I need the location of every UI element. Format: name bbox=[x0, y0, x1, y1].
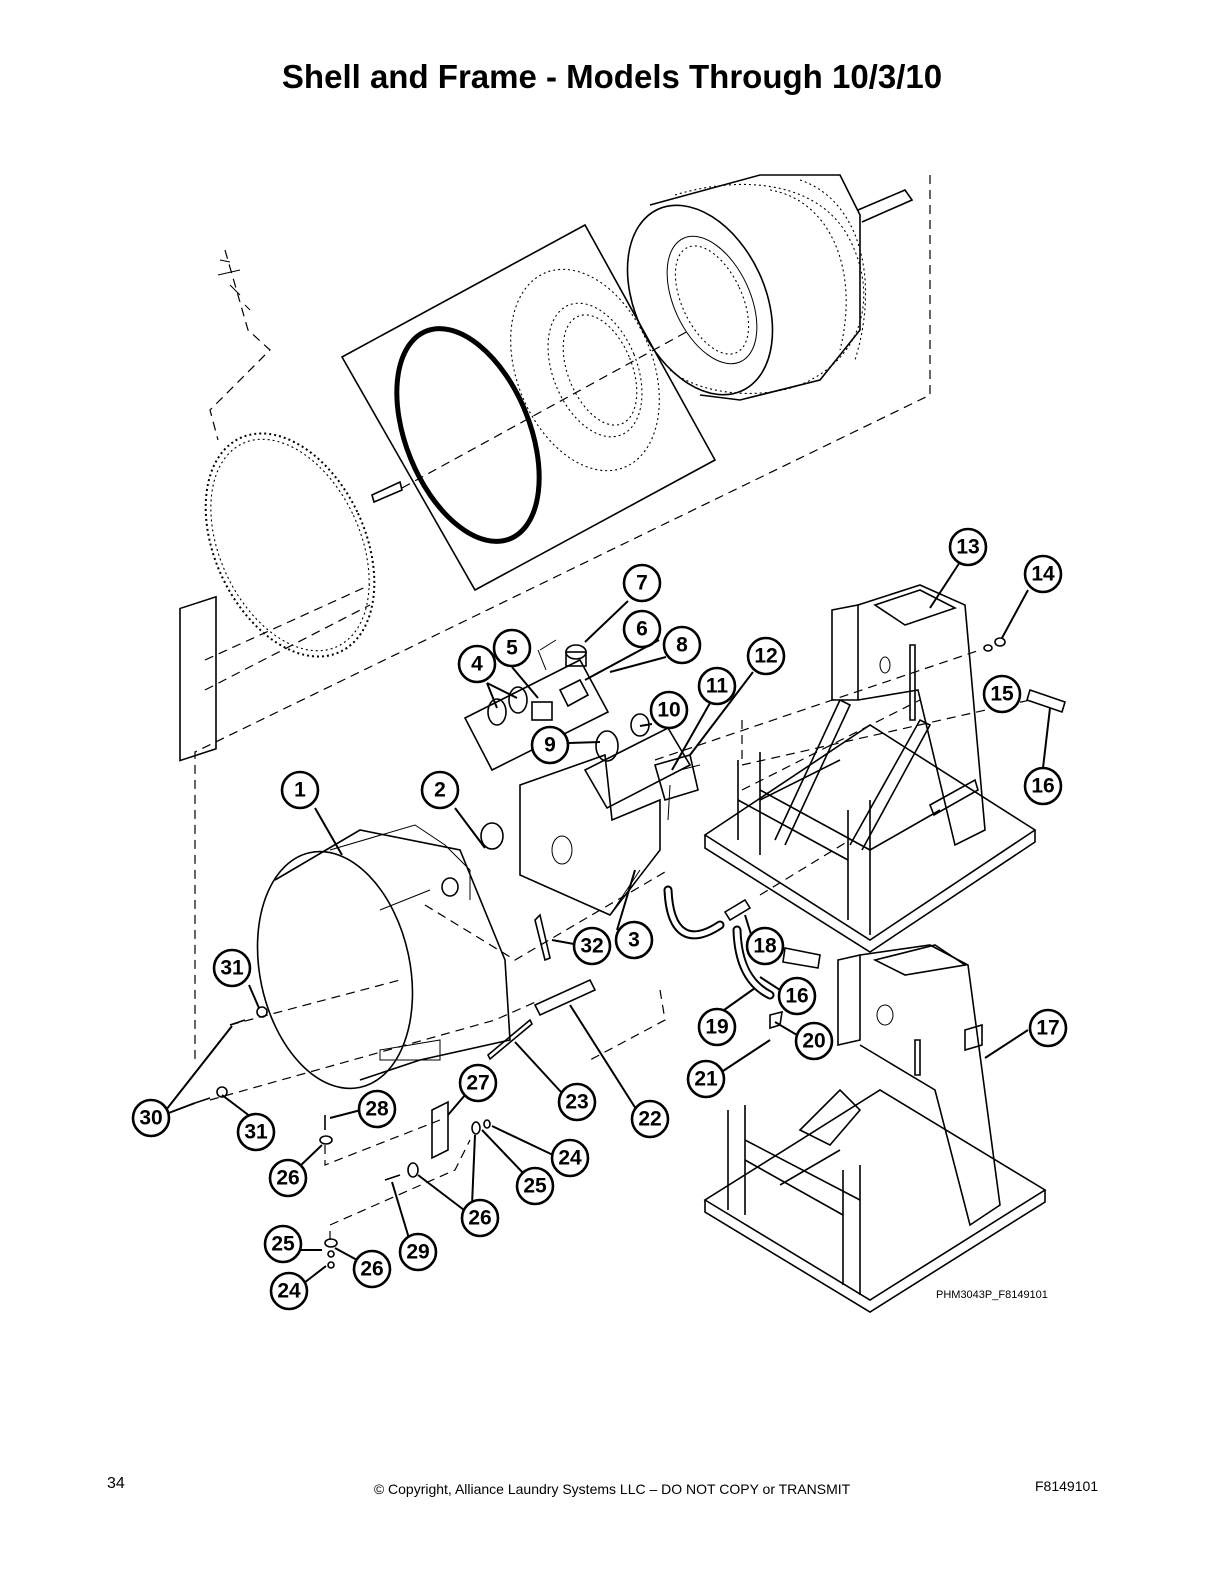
door-seal-hoop bbox=[179, 249, 376, 762]
callout-label: 31 bbox=[244, 1121, 268, 1144]
copyright-notice: © Copyright, Alliance Laundry Systems LL… bbox=[373, 1481, 851, 1497]
callout-label: 7 bbox=[636, 572, 648, 595]
callout-label: 1 bbox=[294, 779, 306, 802]
callout-label: 21 bbox=[694, 1068, 718, 1091]
front-gasket-group bbox=[340, 223, 717, 592]
callout-13: 13 bbox=[948, 527, 988, 567]
callout-label: 23 bbox=[565, 1091, 588, 1114]
frame-small-parts bbox=[654, 637, 1066, 896]
callout-16: 16 bbox=[1023, 766, 1063, 806]
callout-label: 10 bbox=[657, 699, 680, 722]
page-title: Shell and Frame - Models Through 10/3/10 bbox=[281, 58, 943, 95]
cylinder-basket-illustration bbox=[194, 174, 931, 1060]
callout-label: 16 bbox=[785, 985, 808, 1008]
callout-18: 18 bbox=[745, 926, 785, 966]
callout-label: 11 bbox=[706, 675, 729, 698]
callout-8: 8 bbox=[662, 625, 702, 665]
callout-label: 3 bbox=[628, 929, 640, 952]
callout-label: 25 bbox=[523, 1175, 547, 1198]
callout-label: 26 bbox=[276, 1167, 299, 1190]
callout-label: 12 bbox=[754, 645, 777, 668]
callout-6: 6 bbox=[622, 609, 662, 649]
callout-label: 24 bbox=[558, 1147, 582, 1170]
fitting-group bbox=[463, 639, 610, 772]
callout-label: 15 bbox=[990, 683, 1014, 706]
callout-label: 4 bbox=[471, 653, 483, 676]
callout-label: 8 bbox=[676, 634, 688, 657]
callout-4: 4 bbox=[457, 644, 497, 684]
callout-label: 18 bbox=[753, 935, 777, 958]
callout-31: 31 bbox=[236, 1112, 276, 1152]
callout-label: 26 bbox=[468, 1207, 491, 1230]
rear-plate bbox=[519, 753, 661, 916]
callout-label: 14 bbox=[1031, 563, 1055, 586]
callout-15: 15 bbox=[982, 674, 1022, 714]
outer-tub-shell bbox=[256, 822, 666, 1090]
callout-29: 29 bbox=[398, 1232, 438, 1272]
callout-26: 26 bbox=[460, 1198, 500, 1238]
callout-10: 10 bbox=[649, 690, 689, 730]
callout-label: 16 bbox=[1031, 775, 1054, 798]
callout-25: 25 bbox=[263, 1224, 303, 1264]
callout-12: 12 bbox=[746, 636, 786, 676]
callout-23: 23 bbox=[557, 1082, 597, 1122]
callout-label: 9 bbox=[544, 734, 556, 757]
callout-26: 26 bbox=[268, 1158, 308, 1198]
callout-30: 30 bbox=[131, 1098, 171, 1138]
callout-20: 20 bbox=[794, 1021, 834, 1061]
callout-24: 24 bbox=[269, 1271, 309, 1311]
callout-17: 17 bbox=[1028, 1008, 1068, 1048]
callout-32: 32 bbox=[572, 926, 612, 966]
callout-label: 27 bbox=[466, 1072, 489, 1095]
rear-frame bbox=[703, 944, 1047, 1313]
document-number: F8149101 bbox=[1035, 1478, 1099, 1494]
callout-11: 11 bbox=[697, 666, 737, 706]
callout-label: 26 bbox=[360, 1258, 383, 1281]
callout-16: 16 bbox=[777, 976, 817, 1016]
callout-27: 27 bbox=[458, 1063, 498, 1103]
callout-5: 5 bbox=[492, 628, 532, 668]
front-brackets bbox=[487, 978, 597, 1061]
bearing-group bbox=[583, 713, 692, 810]
fastener-hardware bbox=[194, 979, 541, 1269]
callout-31: 31 bbox=[212, 948, 252, 988]
callout-label: 25 bbox=[271, 1233, 295, 1256]
callout-label: 2 bbox=[434, 779, 446, 802]
callout-22: 22 bbox=[630, 1099, 670, 1139]
callout-14: 14 bbox=[1023, 554, 1063, 594]
callout-28: 28 bbox=[357, 1089, 397, 1129]
callout-label: 24 bbox=[277, 1280, 301, 1303]
callout-label: 19 bbox=[705, 1016, 728, 1039]
callout-1: 1 bbox=[280, 770, 320, 810]
callout-label: 20 bbox=[802, 1030, 825, 1053]
callout-label: 28 bbox=[365, 1098, 389, 1121]
figure-code: PHM3043P_F8149101 bbox=[936, 1289, 1048, 1301]
sensor-bracket bbox=[654, 753, 701, 821]
callout-19: 19 bbox=[697, 1007, 737, 1047]
callout-21: 21 bbox=[686, 1059, 726, 1099]
front-frame bbox=[703, 584, 1037, 953]
callout-25: 25 bbox=[515, 1166, 555, 1206]
callout-label: 17 bbox=[1036, 1017, 1059, 1040]
callout-label: 22 bbox=[638, 1108, 661, 1131]
callout-label: 13 bbox=[956, 536, 979, 559]
callout-label: 32 bbox=[580, 935, 603, 958]
callout-7: 7 bbox=[622, 563, 662, 603]
page-number: 34 bbox=[107, 1475, 125, 1492]
callout-label: 29 bbox=[406, 1241, 429, 1264]
callout-26: 26 bbox=[352, 1249, 392, 1289]
callout-label: 31 bbox=[220, 957, 244, 980]
callout-3: 3 bbox=[614, 920, 654, 960]
callout-9: 9 bbox=[530, 725, 570, 765]
leader-lines bbox=[165, 561, 1051, 1284]
callout-label: 6 bbox=[636, 618, 648, 641]
callout-2: 2 bbox=[420, 770, 460, 810]
callout-label: 30 bbox=[139, 1107, 162, 1130]
callout-24: 24 bbox=[550, 1138, 590, 1178]
callout-label: 5 bbox=[506, 637, 518, 660]
